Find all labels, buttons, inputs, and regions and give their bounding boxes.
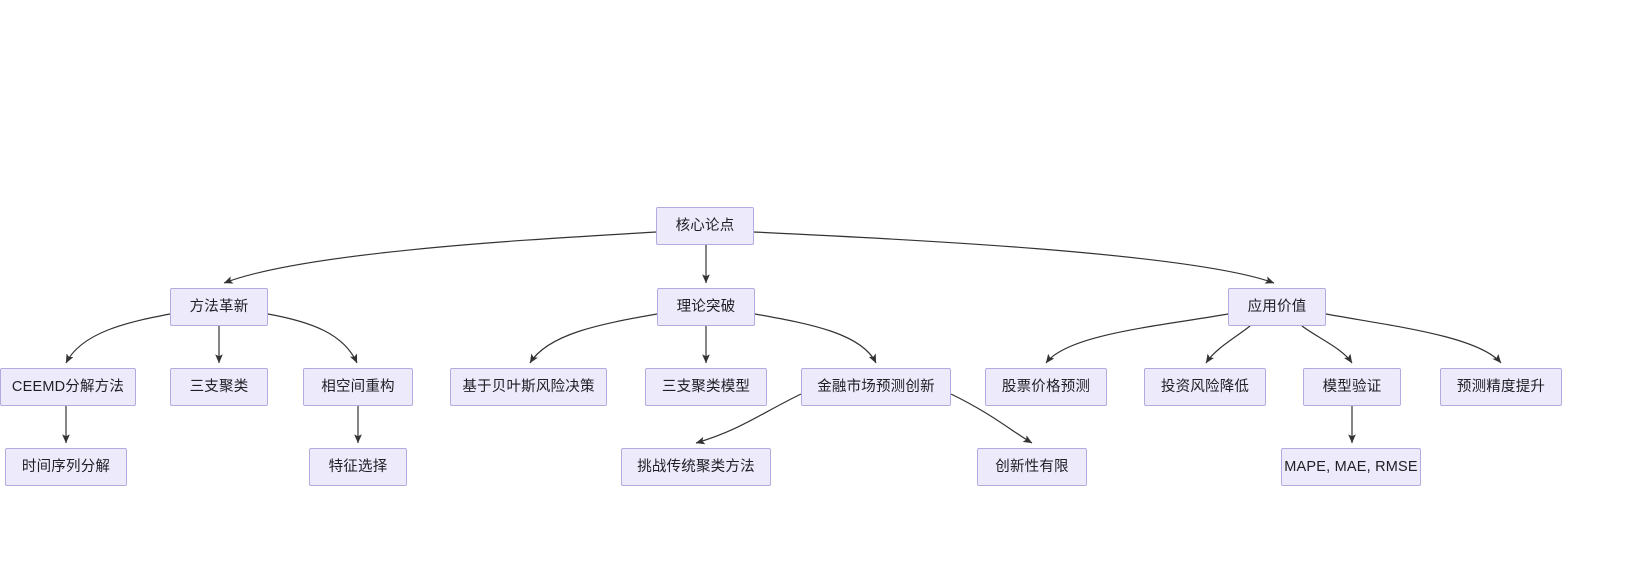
node-label-challenge: 挑战传统聚类方法 (637, 458, 755, 475)
node-application[interactable]: 应用价值 (1228, 288, 1326, 326)
node-label-bayes: 基于贝叶斯风险决策 (462, 378, 595, 395)
edge-application-to-accuracy (1325, 313, 1502, 364)
node-label-threemodel: 三支聚类模型 (661, 378, 751, 395)
node-metrics[interactable]: MAPE, MAE, RMSE (1281, 448, 1421, 486)
node-label-threeway: 三支聚类 (189, 378, 249, 395)
node-label-method: 方法革新 (189, 298, 249, 315)
node-label-finance: 金融市场预测创新 (817, 378, 935, 395)
node-label-application: 应用价值 (1247, 298, 1307, 315)
node-core[interactable]: 核心论点 (656, 207, 754, 245)
node-label-validate: 模型验证 (1322, 378, 1382, 395)
node-label-limited: 创新性有限 (995, 458, 1069, 475)
node-label-theory: 理论突破 (676, 298, 736, 315)
node-featsel[interactable]: 特征选择 (309, 448, 407, 486)
node-stock[interactable]: 股票价格预测 (985, 368, 1107, 406)
node-tsdecomp[interactable]: 时间序列分解 (5, 448, 127, 486)
edge-method-to-phase (267, 313, 358, 364)
edge-theory-to-finance (754, 313, 877, 364)
node-label-ceemd: CEEMD分解方法 (11, 378, 125, 395)
node-label-metrics: MAPE, MAE, RMSE (1284, 458, 1418, 475)
node-label-phase: 相空间重构 (321, 378, 395, 395)
node-accuracy[interactable]: 预测精度提升 (1440, 368, 1562, 406)
node-finance[interactable]: 金融市场预测创新 (801, 368, 951, 406)
edge-application-to-stock (1045, 313, 1229, 364)
node-ceemd[interactable]: CEEMD分解方法 (0, 368, 136, 406)
node-label-accuracy: 预测精度提升 (1456, 378, 1546, 395)
node-challenge[interactable]: 挑战传统聚类方法 (621, 448, 771, 486)
node-validate[interactable]: 模型验证 (1303, 368, 1401, 406)
edges-group (62, 231, 1502, 445)
node-method[interactable]: 方法革新 (170, 288, 268, 326)
node-riskdown[interactable]: 投资风险降低 (1144, 368, 1266, 406)
node-limited[interactable]: 创新性有限 (977, 448, 1087, 486)
node-threeway[interactable]: 三支聚类 (170, 368, 268, 406)
node-theory[interactable]: 理论突破 (657, 288, 755, 326)
node-label-tsdecomp: 时间序列分解 (21, 458, 111, 475)
edge-core-to-application (753, 231, 1275, 284)
node-label-core: 核心论点 (675, 217, 735, 234)
node-threemodel[interactable]: 三支聚类模型 (645, 368, 767, 406)
edge-application-to-validate (1301, 325, 1353, 364)
node-label-stock: 股票价格预测 (1001, 378, 1091, 395)
node-bayes[interactable]: 基于贝叶斯风险决策 (450, 368, 607, 406)
node-label-featsel: 特征选择 (328, 458, 388, 475)
edge-core-to-method (223, 231, 657, 284)
node-phase[interactable]: 相空间重构 (303, 368, 413, 406)
edge-application-to-riskdown (1205, 325, 1251, 364)
node-label-riskdown: 投资风险降低 (1160, 378, 1250, 395)
edge-theory-to-bayes (529, 313, 658, 364)
edge-method-to-ceemd (65, 313, 171, 364)
